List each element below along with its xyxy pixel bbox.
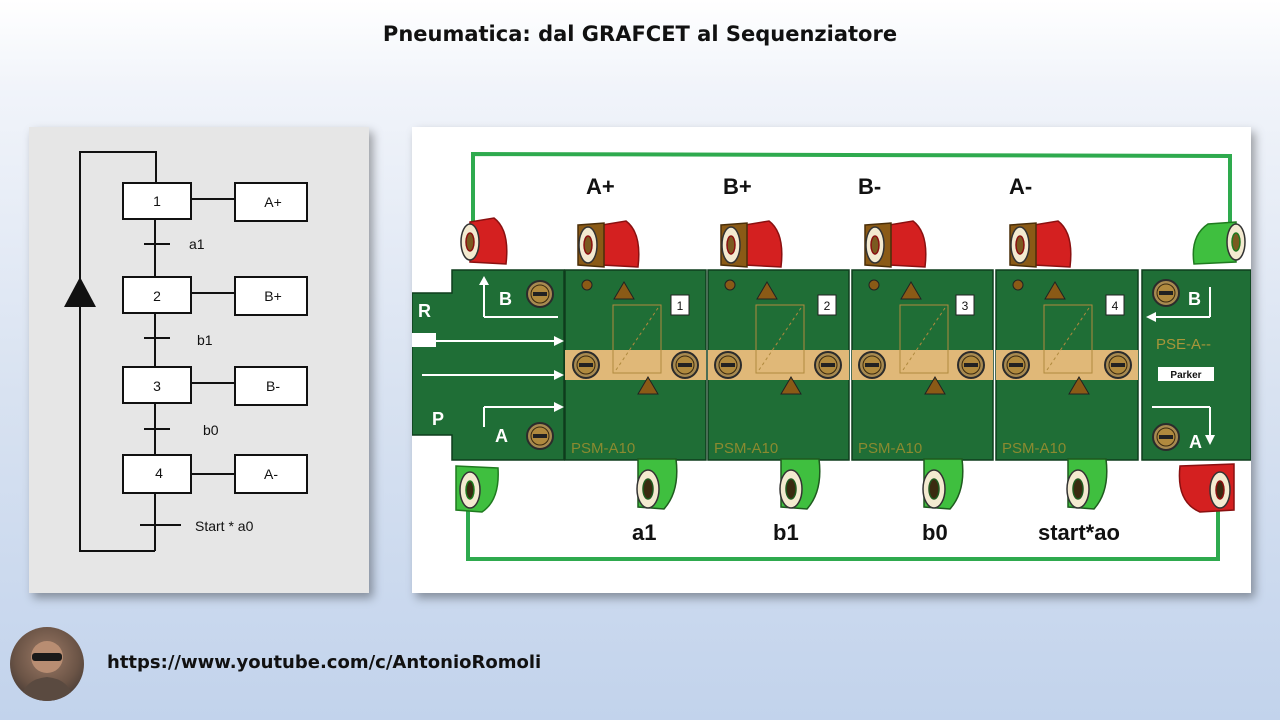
bottom-fitting-1 (636, 458, 678, 510)
port-a-label-right: A (1189, 432, 1202, 452)
top-fitting-right (1192, 221, 1246, 265)
bottom-pilot-line (466, 492, 1220, 561)
bottom-label-2: b1 (773, 520, 799, 545)
step-2-box (122, 276, 192, 314)
top-fitting-4 (1009, 220, 1072, 268)
step-3-box (122, 366, 192, 404)
step-3-number: 3 (153, 378, 161, 394)
bottom-label-3: b0 (922, 520, 948, 545)
action-2-label: B+ (264, 288, 282, 304)
action-2-box (234, 276, 308, 316)
bottom-fitting-3 (922, 458, 964, 510)
parker-logo (1158, 367, 1214, 381)
sequencer-diagram: R P B A 1 PSM-A10 (411, 151, 1252, 561)
author-avatar (10, 627, 84, 701)
end-plate-model: PSE-A-- (1156, 336, 1211, 353)
module-4: 4 PSM-A10 (995, 269, 1139, 461)
top-fitting-3 (864, 220, 927, 268)
bottom-fitting-4 (1066, 458, 1108, 510)
bottom-fitting-right (1178, 463, 1235, 513)
step-1-box (122, 182, 192, 220)
module-1: 1 PSM-A10 (564, 269, 707, 461)
port-r-label: R (418, 301, 431, 321)
top-label-1: A+ (586, 174, 615, 199)
module-3-number: 3 (962, 299, 969, 313)
grafcet-return-line (79, 151, 157, 552)
port-a-label-left: A (495, 426, 508, 446)
module-2-number: 2 (824, 299, 831, 313)
top-label-3: B- (858, 174, 881, 199)
transition-1-label: a1 (189, 236, 205, 252)
bottom-fitting-2 (779, 458, 821, 510)
top-label-4: A- (1009, 174, 1032, 199)
bottom-label-4: start*ao (1038, 520, 1120, 545)
person-icon (20, 641, 74, 701)
port-b-label-left: B (499, 289, 512, 309)
module-4-number: 4 (1112, 299, 1119, 313)
action-4-box (234, 454, 308, 494)
action-1-label: A+ (264, 194, 282, 210)
module-3-model: PSM-A10 (858, 440, 922, 457)
action-3-box (234, 366, 308, 406)
action-1-box (234, 182, 308, 222)
step-4-number: 4 (155, 465, 163, 481)
module-4-model: PSM-A10 (1002, 440, 1066, 457)
transition-3-label: b0 (203, 422, 219, 438)
module-2-model: PSM-A10 (714, 440, 778, 457)
step-1-number: 1 (153, 193, 161, 209)
page-title: Pneumatica: dal GRAFCET al Sequenziatore (382, 22, 898, 46)
module-1-number: 1 (677, 299, 684, 313)
action-3-label: B- (266, 378, 280, 394)
module-2: 2 PSM-A10 (707, 269, 850, 461)
module-3: 3 PSM-A10 (851, 269, 994, 461)
channel-link[interactable]: https://www.youtube.com/c/AntonioRomoli (107, 652, 542, 673)
top-label-2: B+ (723, 174, 752, 199)
grafcet-arrow-up (64, 277, 96, 307)
grafcet-diagram: 1 A+ a1 2 B+ b1 3 B- b0 4 A- Start * a0 (64, 151, 308, 552)
top-pilot-line (471, 151, 1232, 227)
module-1-model: PSM-A10 (571, 440, 635, 457)
bottom-label-1: a1 (632, 520, 656, 545)
sequencer-panel: R P B A 1 PSM-A10 (411, 127, 1252, 593)
top-fitting-left (460, 217, 508, 265)
top-fitting-1 (577, 220, 640, 268)
step-2-number: 2 (153, 288, 161, 304)
action-4-label: A- (264, 466, 278, 482)
step-4-box (122, 454, 192, 494)
bottom-fitting-left (455, 465, 499, 513)
transition-2-label: b1 (197, 332, 213, 348)
port-p-label: P (432, 409, 444, 429)
grafcet-panel: 1 A+ a1 2 B+ b1 3 B- b0 4 A- Start * a0 (29, 127, 369, 593)
port-b-label-right: B (1188, 289, 1201, 309)
top-fitting-2 (720, 220, 783, 268)
transition-4-label: Start * a0 (195, 518, 254, 534)
brand-label: Parker (1170, 370, 1201, 381)
